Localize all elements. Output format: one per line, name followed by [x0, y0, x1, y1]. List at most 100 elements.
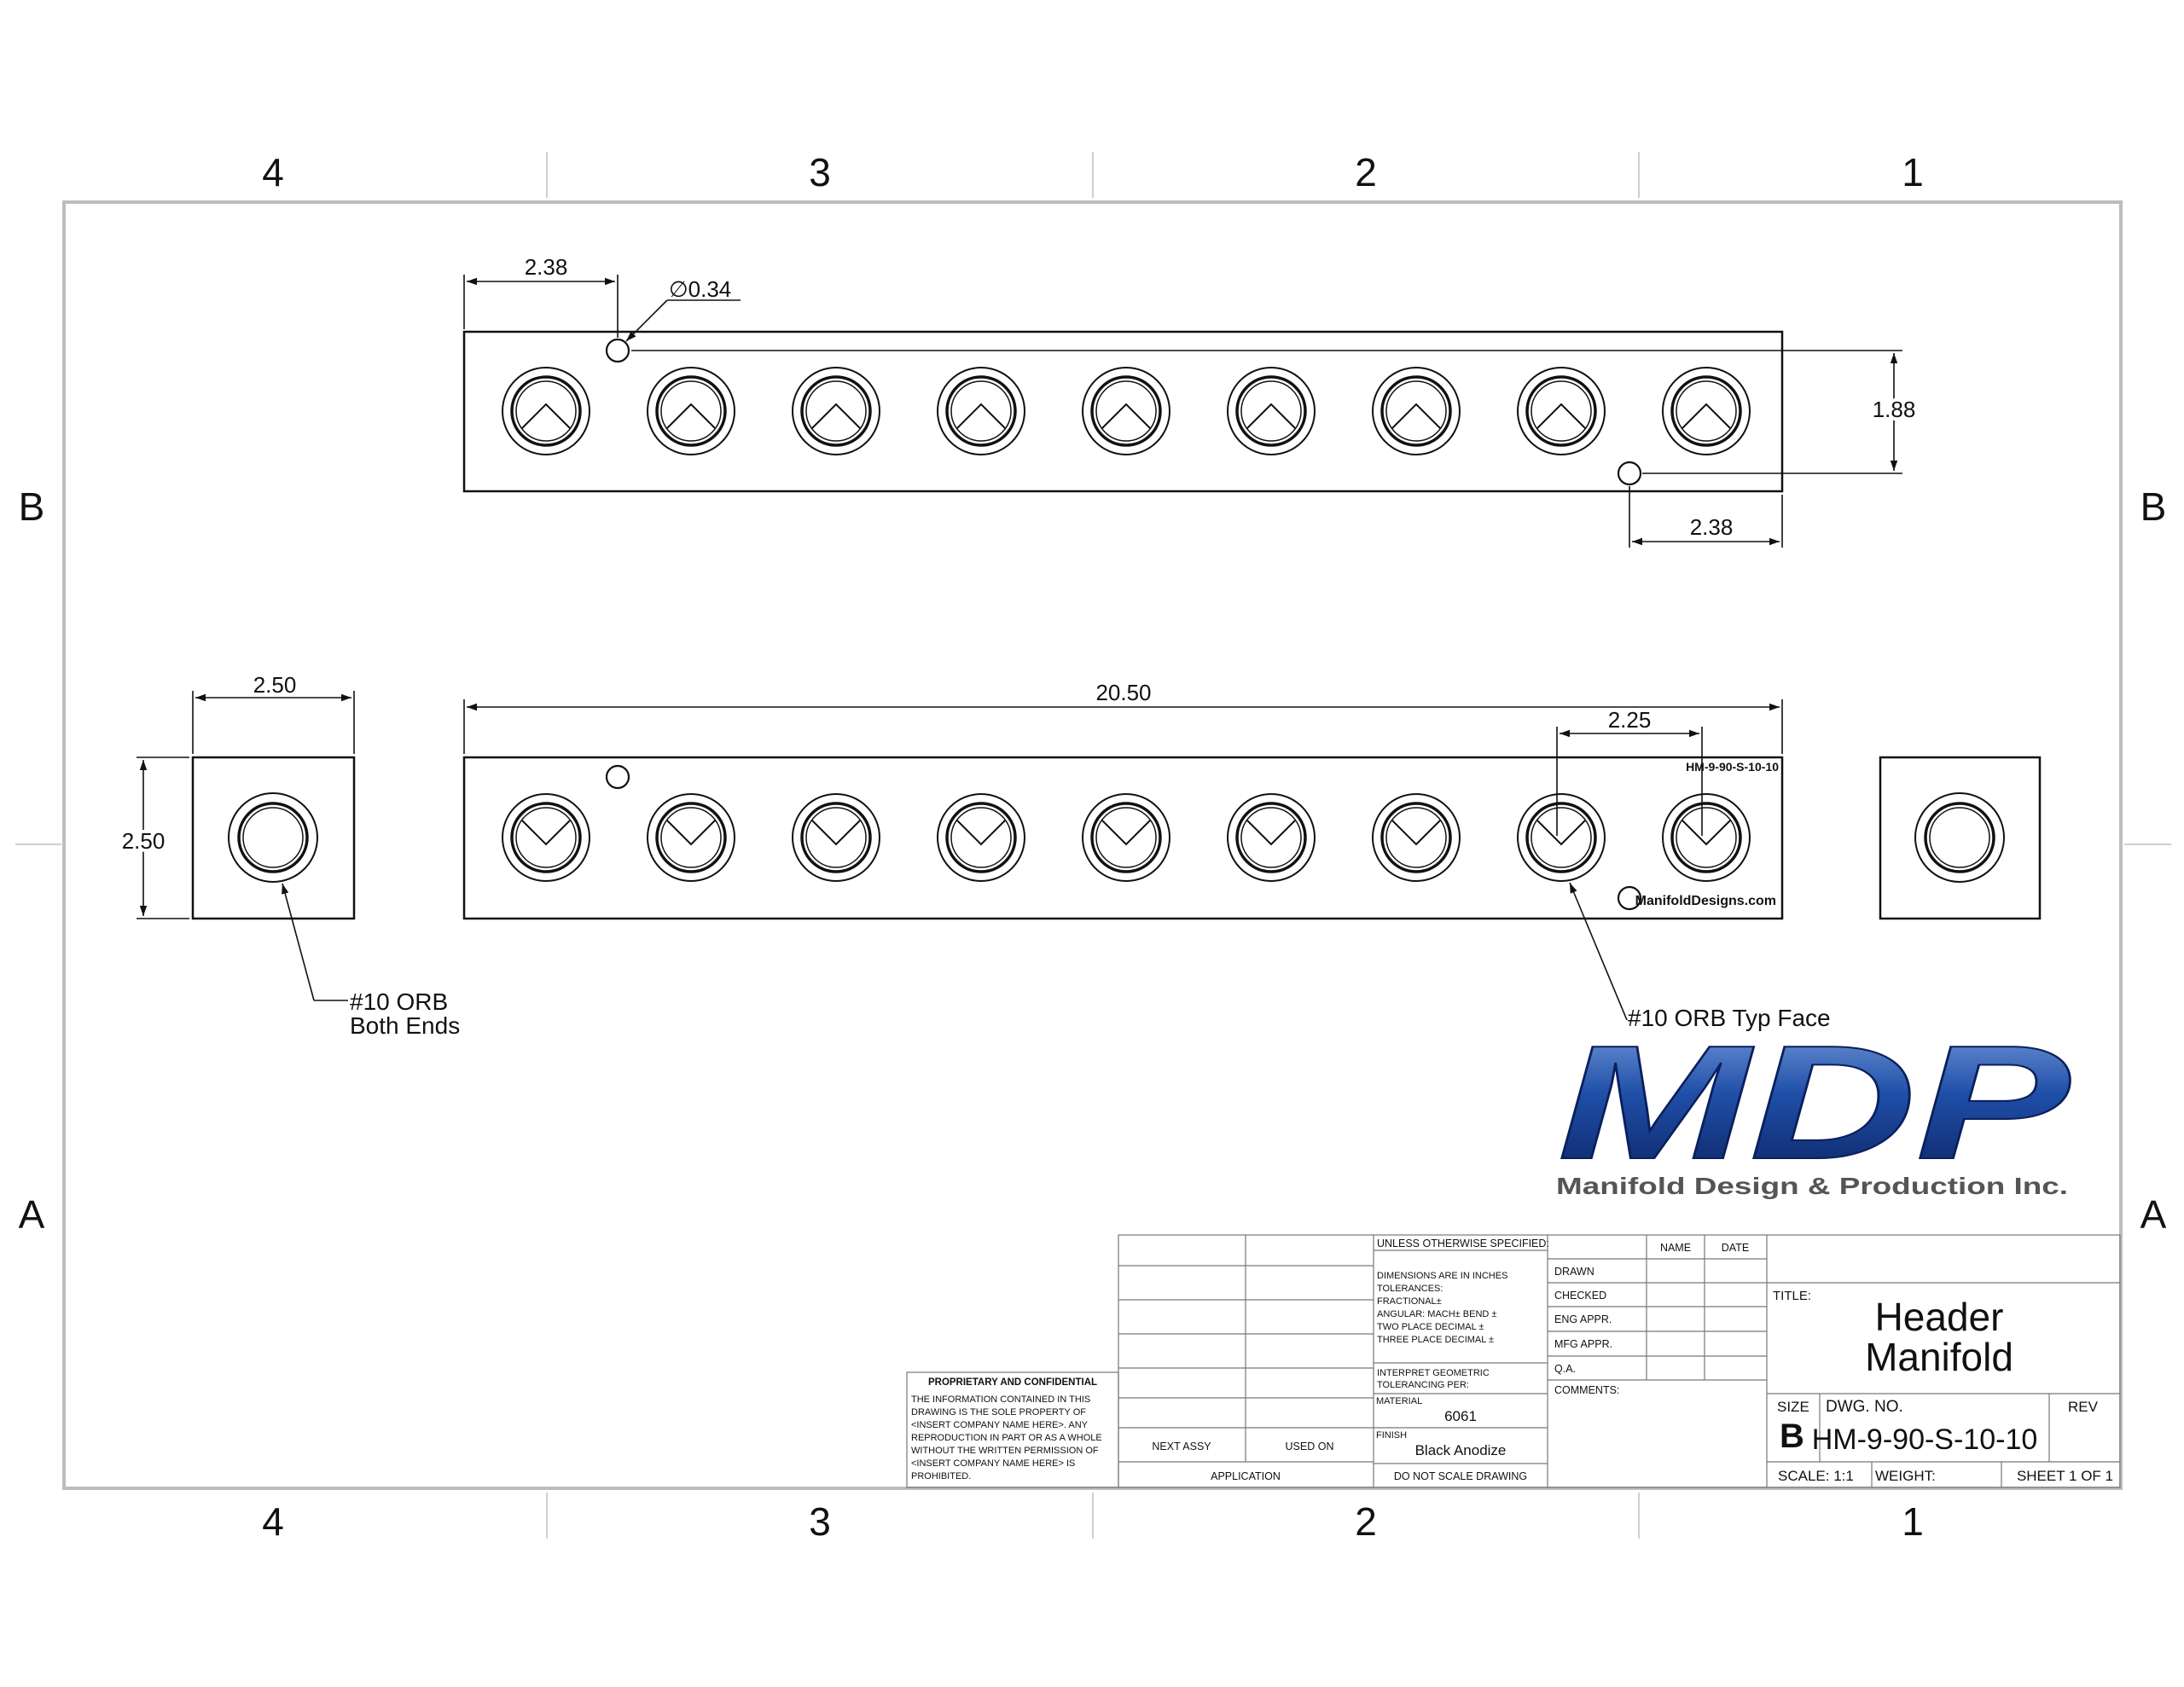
drill-point	[521, 403, 571, 429]
dim-text: 2.25	[1608, 707, 1652, 733]
dim-text: 2.50	[253, 672, 297, 698]
drill-point	[1246, 820, 1296, 846]
orb-port	[1227, 793, 1316, 882]
zone-row-b-left: B	[19, 484, 45, 529]
logo-letters: MDP	[1558, 1012, 2070, 1193]
orb-port-bore	[1924, 802, 1995, 873]
orb-port	[1227, 367, 1316, 455]
mounting-hole	[1617, 885, 1642, 911]
mounting-hole	[605, 338, 630, 363]
dimension-hole-diameter	[625, 299, 741, 342]
drill-point	[1246, 403, 1296, 429]
proprietary-notice: PROPRIETARY AND CONFIDENTIAL THE INFORMA…	[906, 1371, 1119, 1488]
orb-port	[792, 367, 880, 455]
zone-col-3-top: 3	[809, 150, 831, 194]
dimension-end-width	[192, 691, 355, 754]
callout-face-ports-text: #10 ORB Typ Face	[1628, 1005, 1831, 1031]
orb-port	[647, 793, 735, 882]
dim-text: 1.88	[1873, 397, 1916, 422]
finish-value: Black Anodize	[1415, 1442, 1507, 1458]
proprietary-heading: PROPRIETARY AND CONFIDENTIAL	[928, 1377, 1097, 1388]
date-header: DATE	[1722, 1242, 1749, 1254]
proprietary-line: PROHIBITED.	[911, 1471, 971, 1481]
dimension-hole-offset-left	[463, 275, 619, 338]
orb-port	[1517, 367, 1606, 455]
orb-port	[937, 793, 1025, 882]
callout-face-ports	[1569, 882, 1628, 1021]
orb-port	[937, 367, 1025, 455]
dimension-end-height	[136, 757, 189, 919]
drawing-title-line2: Manifold	[1865, 1335, 2013, 1379]
drill-point	[1536, 403, 1586, 429]
used-on-label: USED ON	[1286, 1441, 1334, 1452]
proprietary-line: DRAWING IS THE SOLE PROPERTY OF	[911, 1407, 1086, 1417]
top-view-body	[462, 330, 1784, 493]
dim-text: 2.50	[122, 828, 166, 854]
drill-point	[1682, 403, 1731, 429]
approval-checked: CHECKED	[1554, 1290, 1606, 1301]
sheet-frame: 4 3 2 1 4 3 2 1 B B A A	[15, 150, 2171, 1544]
size-label: SIZE	[1777, 1399, 1809, 1415]
front-view: HM-9-90-S-10-10 ManifoldDesigns.com 20.5…	[462, 680, 1831, 1031]
sheet-text: SHEET 1 OF 1	[2017, 1468, 2113, 1484]
top-view-ports	[502, 367, 1751, 455]
comments-label: COMMENTS:	[1554, 1384, 1619, 1396]
tolerance-line: ANGULAR: MACH± BEND ±	[1377, 1309, 1496, 1319]
orb-port	[1517, 793, 1606, 882]
right-end-view	[1879, 756, 2042, 920]
callout-end-ports-line2: Both Ends	[350, 1012, 460, 1039]
callout-end-ports	[282, 883, 348, 1001]
drill-point	[1536, 820, 1586, 846]
title-block: NEXT ASSY USED ON APPLICATION UNLESS OTH…	[1118, 1234, 2121, 1488]
tolerance-line: FRACTIONAL±	[1377, 1296, 1442, 1307]
dimension-hole-offset-right	[1629, 486, 1783, 548]
interpret-line: INTERPRET GEOMETRIC	[1377, 1368, 1490, 1378]
do-not-scale-label: DO NOT SCALE DRAWING	[1394, 1470, 1527, 1482]
finish-label: FINISH	[1376, 1430, 1407, 1441]
zone-col-2-top: 2	[1355, 150, 1377, 194]
tolerance-line: TOLERANCES:	[1377, 1284, 1443, 1294]
front-view-body	[462, 756, 1784, 920]
mounting-hole	[1617, 461, 1642, 486]
approval-drawn: DRAWN	[1554, 1266, 1594, 1278]
application-label: APPLICATION	[1211, 1470, 1281, 1482]
proprietary-line: REPRODUCTION IN PART OR AS A WHOLE	[911, 1433, 1102, 1443]
drill-point	[1682, 820, 1731, 846]
scale-text: SCALE: 1:1	[1778, 1468, 1854, 1484]
tolerance-line: DIMENSIONS ARE IN INCHES	[1377, 1271, 1507, 1281]
orb-port	[1662, 793, 1751, 882]
logo-tagline: Manifold Design & Production Inc.	[1556, 1173, 2068, 1199]
dwg-no-value: HM-9-90-S-10-10	[1812, 1423, 2038, 1456]
zone-col-1-top: 1	[1902, 150, 1924, 194]
zone-row-b-right: B	[2140, 484, 2167, 529]
rev-label: REV	[2068, 1399, 2099, 1415]
dim-text: 2.38	[1690, 514, 1734, 540]
orb-port	[502, 367, 590, 455]
size-value: B	[1780, 1417, 1804, 1455]
orb-port	[1082, 793, 1170, 882]
end-view-body	[1879, 756, 2042, 920]
front-view-ports	[502, 793, 1751, 882]
proprietary-line: THE INFORMATION CONTAINED IN THIS	[911, 1394, 1090, 1405]
zone-col-3-bottom: 3	[809, 1499, 831, 1544]
mounting-hole	[605, 764, 630, 790]
drill-point	[521, 820, 571, 846]
orb-port	[502, 793, 590, 882]
engraved-part-number: HM-9-90-S-10-10	[1686, 760, 1779, 774]
material-value: 6061	[1444, 1408, 1477, 1424]
tolerance-line: TWO PLACE DECIMAL ±	[1377, 1322, 1484, 1332]
name-header: NAME	[1660, 1242, 1691, 1254]
drill-point	[1391, 820, 1441, 846]
approval-qa: Q.A.	[1554, 1363, 1576, 1375]
callout-end-ports-line1: #10 ORB	[350, 988, 448, 1015]
orb-port	[1372, 793, 1461, 882]
orb-port	[647, 367, 735, 455]
drawing-title-line1: Header	[1875, 1295, 2004, 1339]
orb-port-bore	[237, 802, 309, 873]
drill-point	[1101, 820, 1151, 846]
drill-point	[956, 820, 1006, 846]
dim-text: 20.50	[1095, 680, 1151, 705]
drill-point	[666, 820, 716, 846]
orb-port	[1914, 792, 2005, 883]
